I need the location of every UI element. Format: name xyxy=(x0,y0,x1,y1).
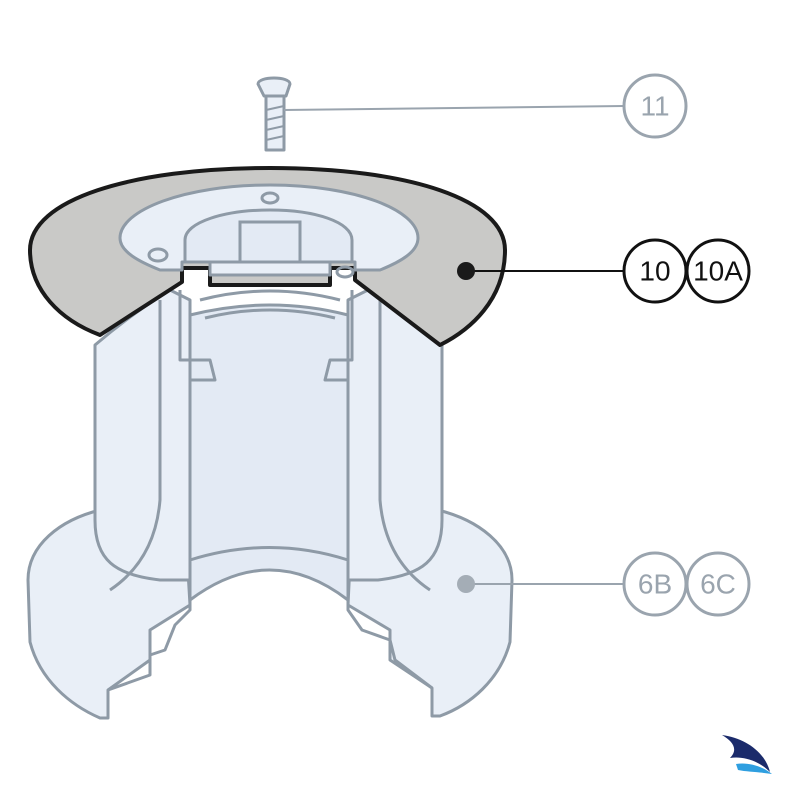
inner-sleeve-right xyxy=(323,290,433,690)
callout-label-flange-a: 10 xyxy=(639,256,670,287)
leader-line-screw xyxy=(283,105,625,111)
flange-part xyxy=(28,166,507,347)
callout-label-flange-b: 10A xyxy=(693,256,743,287)
bore-rim-top xyxy=(199,289,341,302)
screw-hole-top xyxy=(260,191,280,205)
flange-hub xyxy=(183,208,354,264)
sail-swoosh-icon xyxy=(722,735,772,774)
housing-bore xyxy=(188,303,350,602)
screw-hole-left xyxy=(147,247,169,263)
body-contour-left xyxy=(109,300,162,592)
callout-label-screw: 11 xyxy=(640,91,669,122)
callout-screw: 11 xyxy=(622,73,688,139)
screw-head xyxy=(256,76,292,98)
housing-part xyxy=(26,288,514,720)
body-contour-right xyxy=(378,300,431,592)
callout-housing-a: 6B xyxy=(622,551,688,617)
screw-shank xyxy=(264,94,286,152)
callout-flange-a: 10 xyxy=(622,238,688,304)
flange-hub-slot xyxy=(238,220,302,264)
screw-thread xyxy=(265,105,285,141)
inner-sleeve-left xyxy=(107,290,217,692)
screw-hole-right xyxy=(335,265,355,279)
callout-housing-b: 6C xyxy=(685,551,751,617)
bore-rim-inner xyxy=(204,308,336,320)
screw-part xyxy=(256,76,292,152)
housing-body xyxy=(93,288,192,582)
leader-dot-housing xyxy=(457,575,475,593)
leader-dot-flange xyxy=(457,262,475,280)
callout-flange-b: 10A xyxy=(685,238,751,304)
callout-label-housing-b: 6C xyxy=(700,569,736,600)
housing-bore-floor xyxy=(189,546,349,562)
callout-label-housing-a: 6B xyxy=(638,569,672,600)
